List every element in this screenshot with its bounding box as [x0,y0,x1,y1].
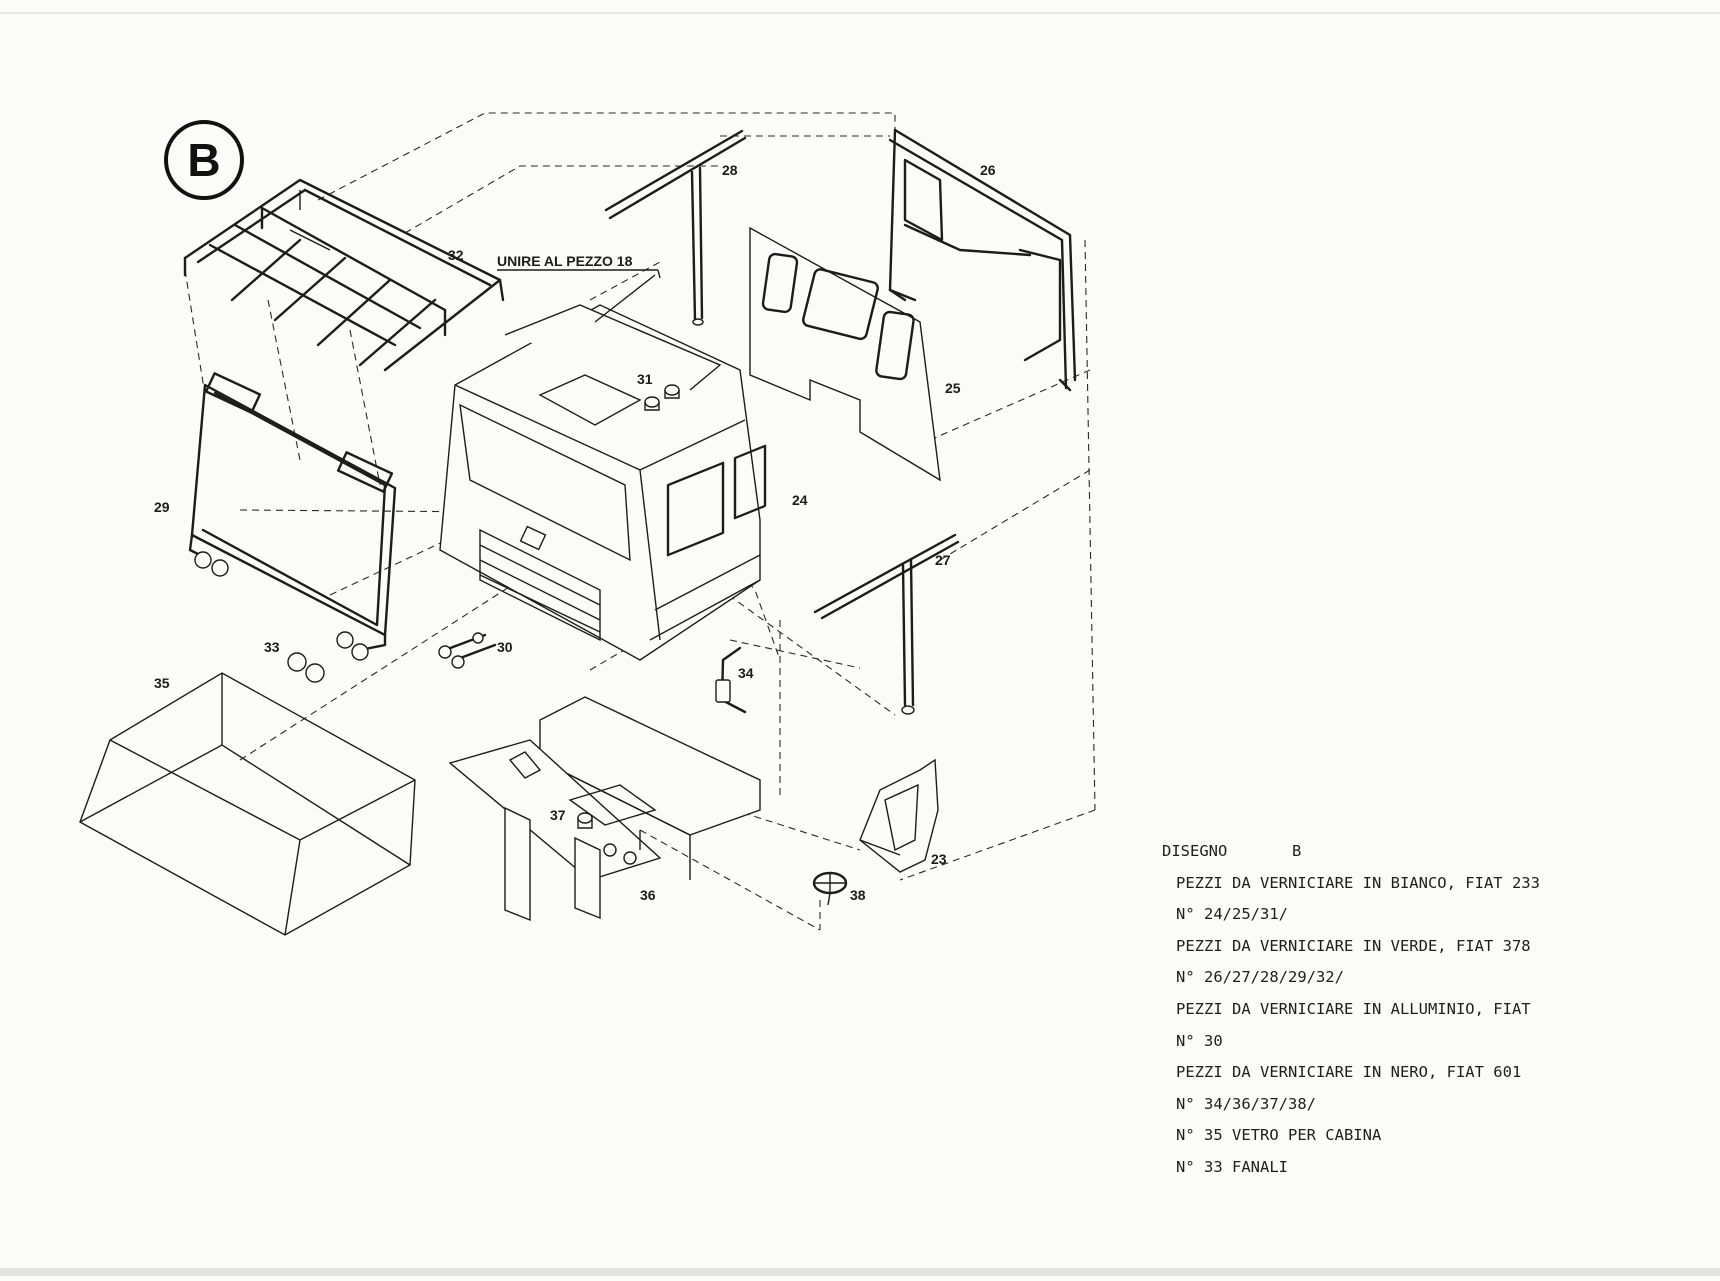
scan-edge-bottom [0,1268,1720,1276]
legend-row: PEZZI DA VERNICIARE IN BIANCO, FIAT 233 [1176,873,1540,892]
label-37: 37 [550,807,566,823]
legend-row: N° 30 [1176,1031,1223,1050]
part-26-frame [888,128,1077,392]
label-31: 31 [637,371,653,387]
label-28: 28 [722,162,738,178]
part-32-roof-rack [183,178,505,372]
part-36-floor [448,696,761,922]
part-25-rear-panel [749,226,941,482]
drawing-badge: B [164,120,244,200]
legend-title-value: B [1292,842,1302,860]
part-37-knob [577,812,593,829]
label-32: 32 [448,247,464,263]
label-26: 26 [980,162,996,178]
label-30: 30 [497,639,513,655]
legend-row: N° 33 FANALI [1176,1157,1288,1176]
legend-row: PEZZI DA VERNICIARE IN VERDE, FIAT 378 [1176,936,1531,955]
assembly-note-text: UNIRE AL PEZZO 18 [497,253,633,269]
label-33: 33 [264,639,280,655]
label-24: 24 [792,492,808,508]
part-number-labels: 28 26 32 25 31 24 29 27 33 30 34 35 37 2… [154,162,996,903]
part-35-glass [79,672,416,936]
legend-row: N° 24/25/31/ [1176,905,1288,924]
part-38-steering-wheel [812,871,848,906]
part-27-rail [813,533,960,715]
label-27: 27 [935,552,951,568]
label-36: 36 [640,887,656,903]
part-31-lights [644,384,680,411]
legend-row: N° 26/27/28/29/32/ [1176,968,1344,987]
painting-legend: DISEGNO B PEZZI DA VERNICIARE IN BIANCO,… [1162,836,1540,1184]
legend-row: N° 35 VETRO PER CABINA [1176,1126,1382,1145]
scan-edge-top [0,12,1720,14]
part-34-mirror [715,646,747,714]
label-23: 23 [931,851,947,867]
label-35: 35 [154,675,170,691]
label-29: 29 [154,499,170,515]
label-34: 34 [738,665,754,681]
part-29-windshield-frame [188,372,397,652]
part-24-cab-body [439,304,767,661]
part-28-rail [604,129,747,326]
assembly-note: UNIRE AL PEZZO 18 [497,253,661,323]
part-23-seat [859,758,939,873]
part-30-horns [438,632,497,669]
badge-letter: B [187,134,220,186]
legend-title-label: DISEGNO [1162,842,1228,860]
legend-title: DISEGNO B [1162,836,1540,868]
legend-row: N° 34/36/37/38/ [1176,1094,1316,1113]
part-33-lamps [287,631,369,683]
label-38: 38 [850,887,866,903]
legend-row: PEZZI DA VERNICIARE IN ALLUMINIO, FIAT [1176,999,1531,1018]
label-25: 25 [945,380,961,396]
legend-row: PEZZI DA VERNICIARE IN NERO, FIAT 601 [1176,1063,1522,1082]
